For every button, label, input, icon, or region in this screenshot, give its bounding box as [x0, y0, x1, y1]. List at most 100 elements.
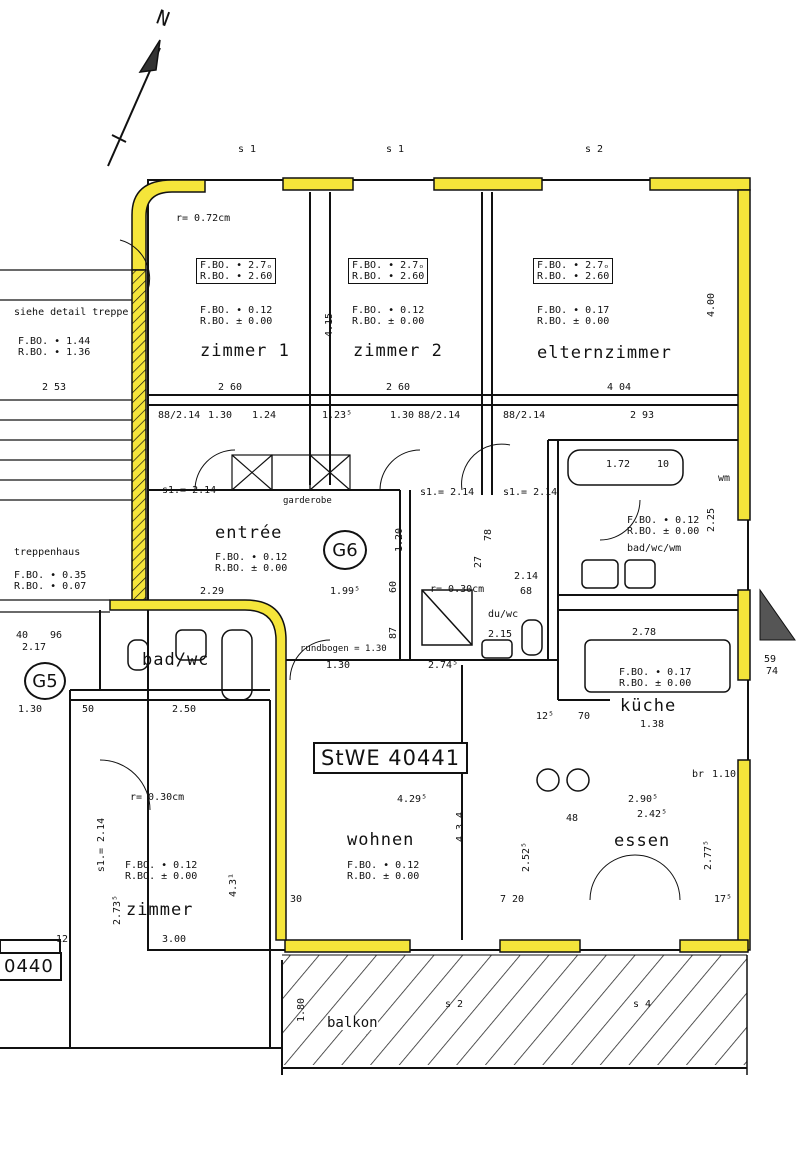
dim-label: 59: [764, 654, 777, 665]
dim-label: 1.80: [296, 997, 308, 1023]
room-label-badwc: bad/wc: [142, 650, 210, 670]
wohnen-spec: F.BO. • 0.12 R.BO. ± 0.00: [347, 860, 420, 882]
badwcwm-spec: F.BO. • 0.12 R.BO. ± 0.00: [627, 515, 700, 537]
eltern-spec-box: F.BO. • 2.7ₒ R.BO. • 2.60: [533, 258, 614, 284]
dim-label: s1.= 2.14: [96, 817, 108, 873]
dim-label: 1.30: [390, 410, 415, 421]
room-label-essen: essen: [614, 831, 671, 851]
dim-label: 1.20: [394, 527, 406, 553]
dim-label: 2.78: [632, 627, 657, 638]
dim-label: 4 04: [607, 382, 632, 393]
dim-label: 4.00: [706, 292, 718, 318]
dim-label: 2.14: [514, 571, 539, 582]
dim-label: 78: [483, 528, 495, 542]
radius-note-2: r= 0.30cm: [430, 584, 485, 595]
entree-spec: F.BO. • 0.12 R.BO. ± 0.00: [215, 552, 288, 574]
dim-label: 48: [566, 813, 579, 824]
dim-label: 2 60: [218, 382, 243, 393]
dim-label: 2.77⁵: [703, 839, 715, 871]
room-label-zimmer2: zimmer 2: [353, 341, 443, 361]
dim-label: 4.3 4: [455, 811, 467, 843]
dim-label: 68: [520, 586, 533, 597]
dim-label: 4.3¹: [228, 872, 240, 898]
room-label-wohnen: wohnen: [347, 830, 415, 850]
dim-label: 17⁵: [714, 894, 733, 905]
dim-label: 1.38: [640, 719, 665, 730]
zimmer-spec: F.BO. • 0.12 R.BO. ± 0.00: [125, 860, 198, 882]
rundbogen-note: rundbogen = 1.30: [300, 644, 387, 654]
dim-label: 2.25: [706, 507, 718, 533]
room-label-duwc: du/wc: [488, 609, 519, 620]
dim-label: s1.= 2.14: [503, 487, 558, 498]
group-badge-g5: G5: [24, 662, 66, 700]
dim-label: 2.52⁵: [521, 841, 533, 873]
dim-label: 1.23⁵: [322, 410, 353, 421]
treppenhaus-spec: F.BO. • 0.35 R.BO. • 0.07: [14, 570, 87, 592]
dim-label: 3.00: [162, 934, 187, 945]
dim-label: 2.15: [488, 629, 513, 640]
dim-label: 88/2.14: [418, 410, 461, 421]
dim-label: 2 53: [42, 382, 67, 393]
zimmer2-spec: F.BO. • 0.12 R.BO. ± 0.00: [352, 305, 425, 327]
highlighted-walls: [109, 177, 751, 953]
unit-label-stwe: StWE 40441: [313, 742, 469, 774]
dim-label: 40: [16, 630, 29, 641]
dim-label: 2 60: [386, 382, 411, 393]
dim-label: 74: [766, 666, 779, 677]
room-label-elternzimmer: elternzimmer: [537, 343, 672, 363]
garderobe-label: garderobe: [283, 496, 332, 506]
room-label-kueche: küche: [620, 696, 677, 716]
axis-top-2: s 1: [386, 144, 405, 155]
dim-label: 7 20: [500, 894, 525, 905]
dim-label: 2.50: [172, 704, 197, 715]
wm-label: wm: [718, 473, 731, 484]
room-label-entree: entrée: [215, 523, 283, 543]
dim-label: 4.15: [324, 312, 336, 338]
axis-top-1: s 1: [238, 144, 257, 155]
dim-label: 70: [578, 711, 591, 722]
north-arrow-icon: [107, 39, 161, 167]
dim-label: 12⁵: [536, 711, 555, 722]
axis-bottom-2: s 4: [633, 999, 652, 1010]
room-label-zimmer1: zimmer 1: [200, 341, 290, 361]
radius-note-1: r= 0.72cm: [176, 213, 231, 224]
kueche-spec: F.BO. • 0.17 R.BO. ± 0.00: [619, 667, 692, 689]
stair-spec: F.BO. • 1.44 R.BO. • 1.36: [18, 336, 91, 358]
dim-label: 2.17: [22, 642, 47, 653]
dim-label: 2.42⁵: [637, 809, 668, 820]
dim-label: 96: [50, 630, 63, 641]
dim-label: 2.74⁵: [428, 660, 459, 671]
dim-label: 60: [388, 580, 400, 594]
dim-label: 2 93: [630, 410, 655, 421]
group-badge-g6: G6: [323, 530, 367, 570]
dim-label: 12: [56, 934, 69, 945]
dim-label: 1.30: [326, 660, 351, 671]
zimmer2-spec-box: F.BO. • 2.7ₒ R.BO. • 2.60: [348, 258, 429, 284]
unit-label-neighbor: 0440: [0, 952, 62, 981]
dim-label: 27: [473, 555, 485, 569]
br-label: br: [692, 769, 705, 780]
dim-label: s1.= 2.14: [162, 485, 217, 496]
room-label-badwcwm: bad/wc/wm: [627, 543, 682, 554]
dim-label: 1.99⁵: [330, 586, 361, 597]
eltern-spec: F.BO. • 0.17 R.BO. ± 0.00: [537, 305, 610, 327]
dim-label: 10: [657, 459, 670, 470]
radius-note-3: r= 0.30cm: [130, 792, 185, 803]
dim-label: 2.90⁵: [628, 794, 659, 805]
room-label-balkon: balkon: [327, 1015, 378, 1031]
zimmer1-spec: F.BO. • 0.12 R.BO. ± 0.00: [200, 305, 273, 327]
dim-label: 88/2.14: [503, 410, 546, 421]
dim-label: 4.29⁵: [397, 794, 428, 805]
dim-label: 1.72: [606, 459, 631, 470]
dim-label: 1.30: [208, 410, 233, 421]
dim-label: s1.= 2.14: [420, 487, 475, 498]
stair-detail-note: siehe detail treppe: [14, 307, 129, 318]
dim-label: 88/2.14: [158, 410, 201, 421]
dim-label: 1.30: [18, 704, 43, 715]
dim-label: 1.10: [712, 769, 737, 780]
dim-label: 1.24: [252, 410, 277, 421]
dim-label: 50: [82, 704, 95, 715]
room-label-treppenhaus: treppenhaus: [14, 547, 81, 558]
zimmer1-spec-box: F.BO. • 2.7ₒ R.BO. • 2.60: [196, 258, 277, 284]
